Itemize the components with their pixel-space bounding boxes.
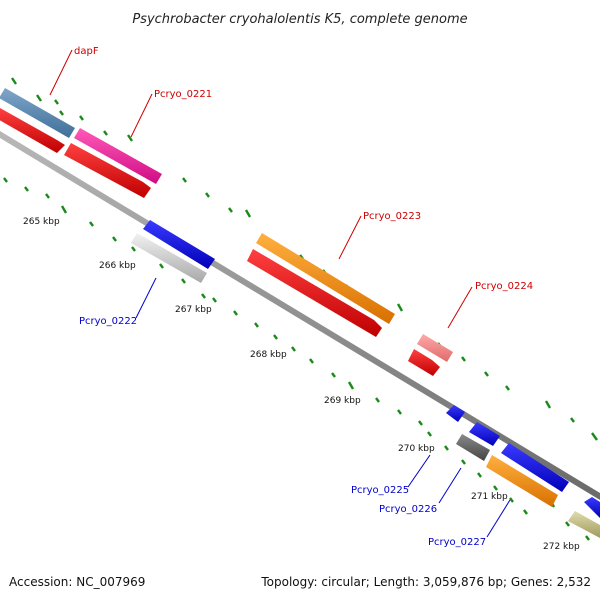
accession-label: Accession: NC_007969 xyxy=(9,575,145,589)
gene-label-Pcryo_0224[interactable]: Pcryo_0224 xyxy=(475,281,533,292)
gene-label-Pcryo_0222[interactable]: Pcryo_0222 xyxy=(79,316,137,327)
label-leaders-forward xyxy=(49,49,473,329)
gene-Pcryo_0227-arrow[interactable] xyxy=(501,443,569,492)
gene-label-Pcryo_0227[interactable]: Pcryo_0227 xyxy=(428,537,486,548)
gene-edge-blue-arrow[interactable] xyxy=(584,497,600,518)
gene-dapF-bar[interactable] xyxy=(0,88,75,138)
gene-Pcryo_0223-arrow[interactable] xyxy=(247,249,382,337)
map-title: Psychrobacter cryohalolentis K5, complet… xyxy=(132,12,467,27)
tick-row-inner xyxy=(3,177,590,541)
gene-Pcryo_0227-bar[interactable] xyxy=(486,455,558,507)
gene-Pcryo_0223-bar[interactable] xyxy=(256,233,395,324)
gene-label-dapF[interactable]: dapF xyxy=(74,46,99,57)
gene-label-Pcryo_0223[interactable]: Pcryo_0223 xyxy=(363,211,421,222)
gene-Pcryo_0222-bar[interactable] xyxy=(131,233,207,283)
gene-label-Pcryo_0226[interactable]: Pcryo_0226 xyxy=(379,504,437,515)
tick-row-outer-2 xyxy=(11,77,64,116)
scale-label: 265 kbp xyxy=(23,217,60,227)
scale-label: 267 kbp xyxy=(175,305,212,315)
gene-Pcryo_0221-arrow[interactable] xyxy=(64,143,151,198)
scale-label: 266 kbp xyxy=(99,261,136,271)
gene-label-Pcryo_0225[interactable]: Pcryo_0225 xyxy=(351,485,409,496)
genome-summary-label: Topology: circular; Length: 3,059,876 bp… xyxy=(260,575,591,589)
scale-label: 271 kbp xyxy=(471,492,508,502)
gene-olive-bar[interactable] xyxy=(568,511,600,538)
gene-Pcryo_0225-arrow[interactable] xyxy=(446,405,465,422)
gene-Pcryo_0226-bar[interactable] xyxy=(456,434,490,461)
tick-row-outer xyxy=(54,99,598,441)
scale-label: 270 kbp xyxy=(398,444,435,454)
label-leaders-reverse xyxy=(135,277,511,538)
gene-dapF-arrow[interactable] xyxy=(0,108,65,153)
gene-Pcryo_0222-arrow[interactable] xyxy=(143,220,215,269)
gene-Pcryo_0221-bar[interactable] xyxy=(74,128,162,184)
gene-Pcryo_0224-bar[interactable] xyxy=(417,334,453,362)
gene-label-Pcryo_0221[interactable]: Pcryo_0221 xyxy=(154,89,212,100)
gene-Pcryo_0224-arrow[interactable] xyxy=(408,349,440,376)
scale-label: 268 kbp xyxy=(250,350,287,360)
gene-Pcryo_0226-arrow[interactable] xyxy=(469,422,500,446)
scale-label: 269 kbp xyxy=(324,396,361,406)
scale-label: 272 kbp xyxy=(543,542,580,552)
